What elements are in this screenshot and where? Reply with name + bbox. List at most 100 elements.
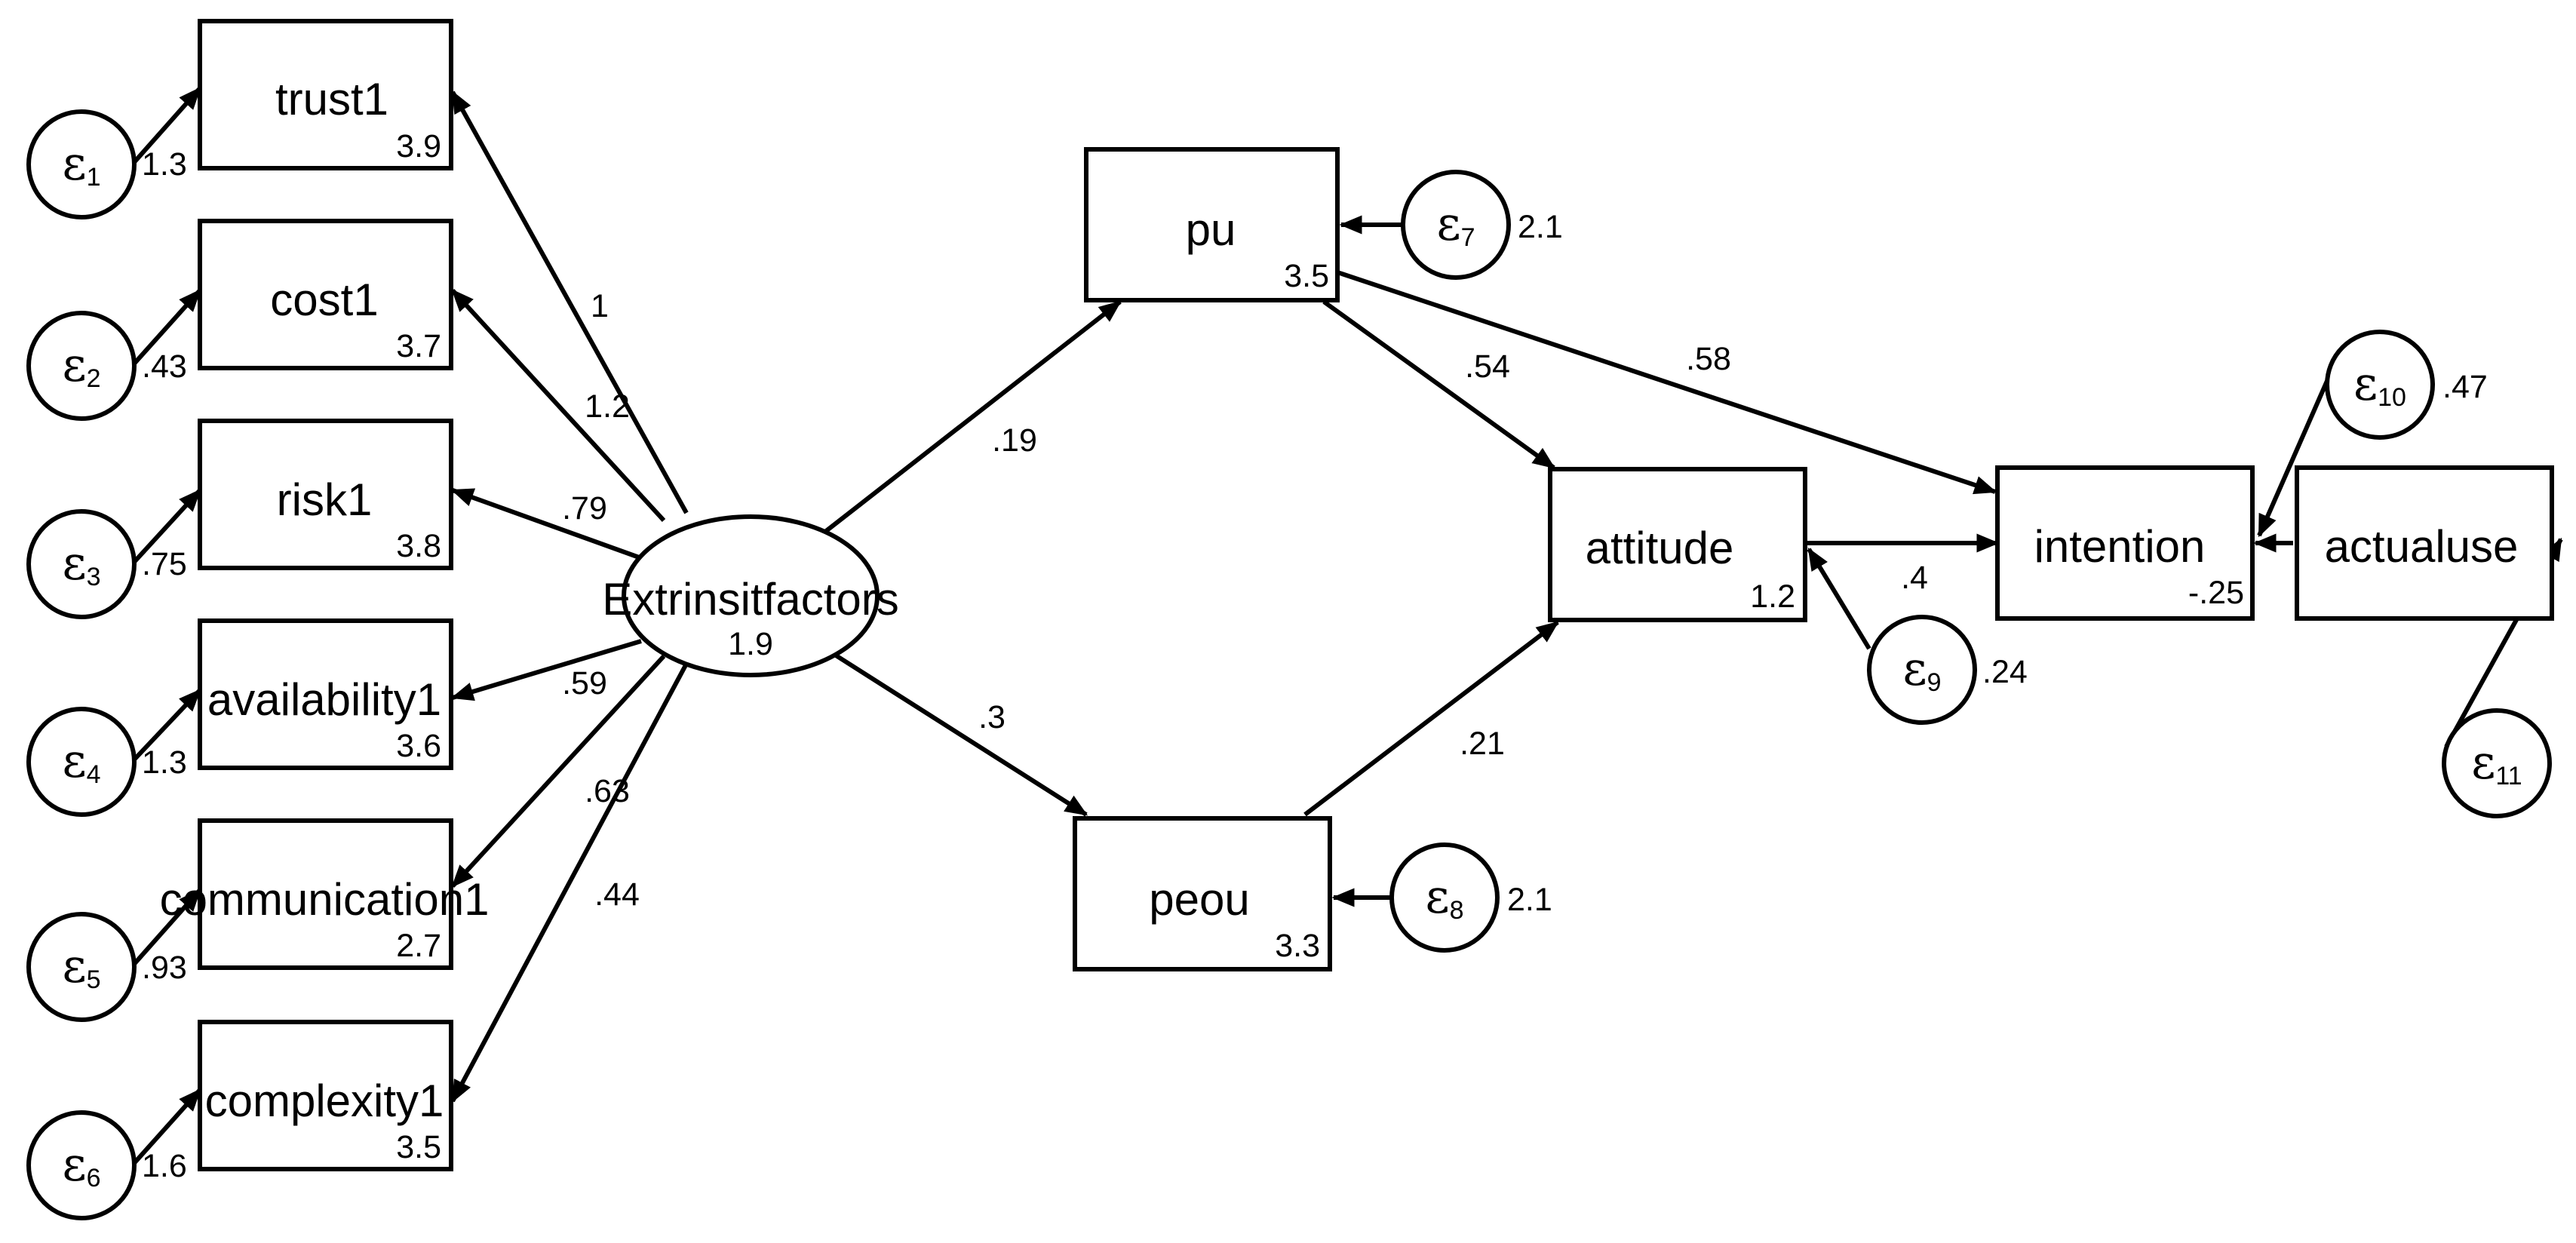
error-term-2: ε2	[26, 311, 137, 421]
error-arrow-10	[2257, 379, 2329, 538]
loading-arrow-availability1	[450, 639, 642, 701]
error-variance-6: 1.6	[142, 1148, 187, 1184]
svg-text:ε11: ε11	[2471, 735, 2522, 790]
epsilon-symbol: ε	[1436, 196, 1460, 251]
error-index: 3	[87, 563, 101, 591]
error-variance-1: 1.3	[142, 146, 187, 183]
error-variance-3: .75	[142, 546, 187, 582]
loading-coef-risk1: .79	[562, 490, 607, 526]
epsilon-symbol: ε	[2353, 356, 2378, 411]
observed-peou: peou 3.3	[1073, 816, 1332, 971]
epsilon-symbol: ε	[62, 536, 86, 591]
error-index: 10	[2378, 383, 2406, 412]
latent-variance: 1.9	[728, 626, 773, 662]
epsilon-symbol: ε	[1425, 869, 1449, 924]
path-coef-ext-peou: .3	[978, 699, 1006, 735]
epsilon-symbol: ε	[62, 733, 86, 788]
error-term-5: ε5	[26, 912, 137, 1022]
observed-cost1: cost1 3.7	[198, 219, 453, 370]
observed-label: actualuse	[2325, 521, 2519, 572]
error-arrow-4	[132, 688, 202, 762]
intercept-value: 3.7	[396, 328, 441, 364]
svg-text:ε4: ε4	[62, 733, 100, 789]
intercept-value: 3.6	[396, 728, 441, 764]
error-index: 8	[1450, 896, 1464, 925]
observed-label: intention	[2034, 521, 2206, 572]
observed-label: attitude	[1586, 523, 1734, 573]
path-arrow-ext-peou	[832, 652, 1088, 817]
epsilon-symbol: ε	[62, 136, 86, 191]
loading-coef-complexity1: .44	[594, 876, 640, 913]
observed-complexity1: complexity1 3.5	[198, 1020, 453, 1171]
error-term-4: ε4	[26, 707, 137, 817]
error-term-1: ε1	[26, 109, 137, 219]
svg-text:ε5: ε5	[62, 938, 100, 994]
observed-label: communication1	[160, 874, 490, 925]
observed-label: risk1	[277, 474, 373, 525]
loading-coef-communication1: .63	[585, 773, 630, 809]
path-coef-attitude-intention: .4	[1901, 560, 1928, 596]
observed-label: peou	[1149, 874, 1249, 925]
error-term-6: ε6	[26, 1110, 137, 1220]
observed-trust1: trust1 3.9	[198, 19, 453, 170]
error-arrow-9	[1807, 547, 1871, 650]
error-variance-2: .43	[142, 348, 187, 385]
error-index: 4	[87, 760, 101, 789]
error-variance-7: 2.1	[1518, 209, 1563, 245]
epsilon-symbol: ε	[62, 337, 86, 392]
observed-risk1: risk1 3.8	[198, 419, 453, 570]
observed-availability1: availability1 3.6	[198, 618, 453, 770]
svg-text:ε2: ε2	[62, 337, 100, 393]
loading-coef-availability1: .59	[562, 665, 607, 701]
epsilon-symbol: ε	[62, 1137, 86, 1192]
error-index: 5	[87, 965, 101, 994]
error-arrow-2	[132, 288, 202, 366]
error-index: 11	[2495, 762, 2522, 790]
error-index: 1	[87, 163, 101, 192]
error-variance-4: 1.3	[142, 744, 187, 781]
error-index: 7	[1461, 223, 1475, 252]
loading-arrow-risk1	[450, 488, 643, 560]
intercept-value: 3.5	[1284, 258, 1329, 294]
error-arrow-3	[132, 488, 202, 564]
intercept-value: 3.5	[396, 1129, 441, 1165]
epsilon-symbol: ε	[62, 938, 86, 993]
intercept-value: 1.2	[1750, 579, 1795, 615]
error-arrow-1	[132, 87, 202, 164]
path-coef-pu-intention: .58	[1686, 341, 1731, 377]
observed-actualuse: actualuse	[2295, 465, 2554, 621]
intercept-value: 3.8	[396, 528, 441, 564]
error-term-8: ε8	[1389, 842, 1500, 953]
observed-attitude: attitude 1.2	[1548, 467, 1807, 622]
intercept-value: -.25	[2188, 575, 2244, 611]
path-coef-ext-pu: .19	[992, 422, 1037, 459]
path-coef-peou-attitude: .21	[1460, 726, 1505, 762]
observed-label: cost1	[270, 275, 378, 325]
svg-text:ε7: ε7	[1436, 196, 1475, 252]
intercept-value: 2.7	[396, 928, 441, 964]
path-arrow-ext-pu	[821, 299, 1122, 536]
error-term-3: ε3	[26, 509, 137, 619]
loading-arrow-communication1	[450, 654, 666, 889]
svg-text:ε10: ε10	[2353, 356, 2406, 412]
loading-coef-cost1: 1.2	[585, 388, 630, 425]
path-arrow-pu-intention	[1334, 269, 1997, 495]
observed-label: trust1	[275, 74, 388, 124]
error-term-10: ε10	[2325, 330, 2435, 440]
latent-extrinsitfactors: Extrinsitfactors 1.9	[602, 514, 899, 677]
loading-arrow-complexity1	[450, 662, 689, 1103]
observed-pu: pu 3.5	[1084, 147, 1340, 302]
intercept-value: 3.9	[396, 128, 441, 164]
error-term-9: ε9	[1867, 615, 1977, 725]
error-index: 9	[1927, 668, 1942, 697]
latent-label: Extrinsitfactors	[602, 574, 898, 625]
observed-label: availability1	[207, 674, 441, 725]
intercept-value: 3.3	[1275, 928, 1320, 964]
observed-label: complexity1	[205, 1076, 444, 1126]
observed-communication1: communication1 2.7	[160, 818, 490, 970]
loading-arrow-cost1	[450, 288, 666, 523]
error-variance-8: 2.1	[1507, 882, 1552, 918]
epsilon-symbol: ε	[2471, 735, 2495, 790]
error-variance-10: .47	[2442, 369, 2488, 405]
